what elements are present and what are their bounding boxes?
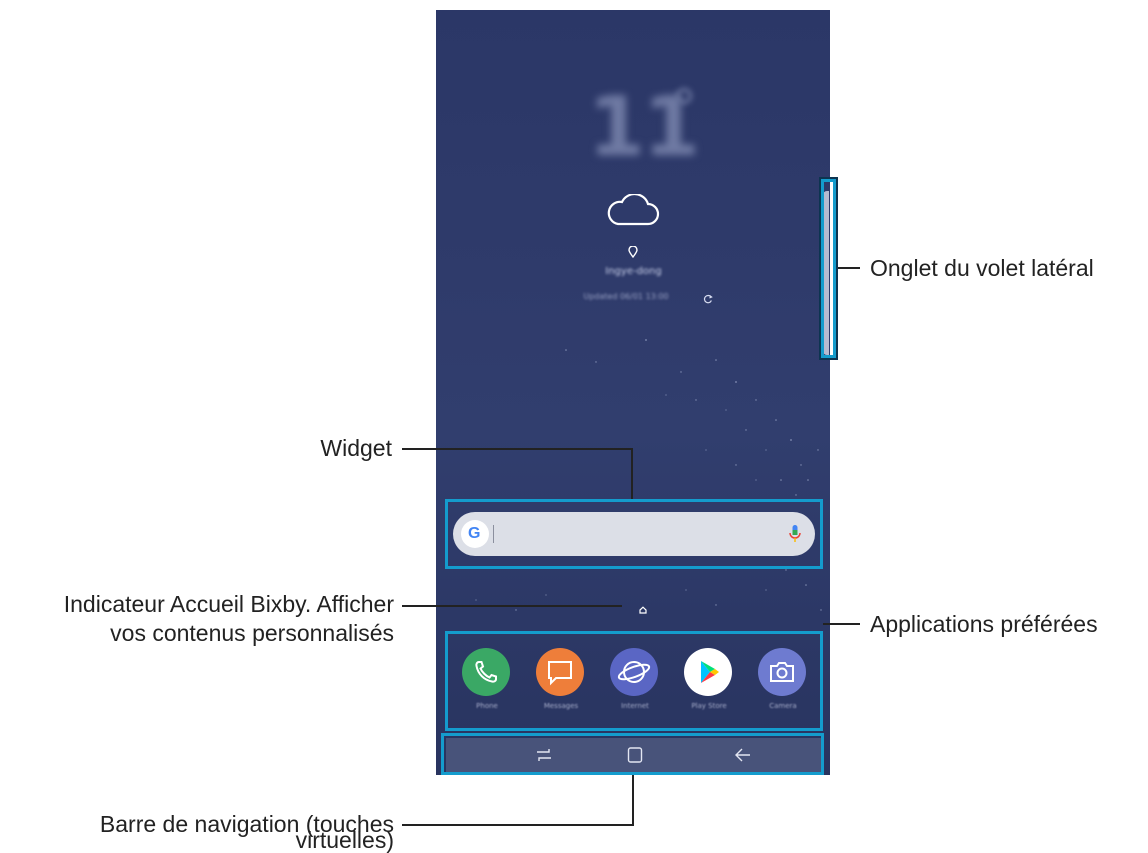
favorites-leader-line	[823, 623, 860, 625]
edge-panel-handle[interactable]	[823, 191, 829, 355]
app-label: Camera	[769, 702, 797, 710]
home-screen: 11 Ingye-dong Updated 06/01 13:00 G	[436, 10, 830, 775]
refresh-icon[interactable]	[703, 294, 713, 304]
bixby-callout-line2: vos contenus personnalisés	[110, 620, 394, 646]
weather-updated: Updated 06/01 13:00	[583, 292, 669, 301]
phone-icon	[462, 648, 510, 696]
home-button-icon[interactable]	[623, 744, 647, 766]
app-phone[interactable]: Phone	[462, 648, 512, 710]
messages-icon	[536, 648, 584, 696]
widget-leader-line-h	[402, 448, 632, 450]
weather-location: Ingye-dong	[605, 266, 662, 277]
app-label: Messages	[543, 702, 579, 710]
home-indicator-icon[interactable]	[639, 606, 647, 614]
navbar-callout-line1: Barre de navigation (touches	[99, 811, 394, 837]
back-icon[interactable]	[731, 744, 755, 766]
bixby-leader-line	[402, 605, 622, 607]
navigation-bar	[446, 738, 824, 772]
navbar-callout-line2: virtuelles)	[295, 827, 394, 853]
app-label: Internet	[621, 702, 649, 710]
recent-apps-icon[interactable]	[532, 744, 556, 766]
internet-icon	[610, 648, 658, 696]
google-g-icon: G	[468, 525, 481, 542]
widget-callout: Widget	[320, 435, 392, 461]
camera-icon	[758, 648, 806, 696]
app-camera[interactable]: Camera	[758, 648, 808, 710]
bixby-callout-line1: Indicateur Accueil Bixby. Afficher	[63, 591, 394, 617]
widget-leader-line-v	[631, 448, 633, 499]
text-cursor	[493, 525, 494, 543]
navbar-leader-line-h	[402, 824, 634, 826]
navbar-leader-line-v	[632, 775, 634, 826]
play-store-icon	[684, 648, 732, 696]
app-messages[interactable]: Messages	[536, 648, 586, 710]
degree-symbol	[676, 88, 692, 104]
cloud-icon	[607, 194, 660, 226]
location-pin-icon	[628, 246, 638, 258]
edge-tab-leader-line	[838, 267, 860, 269]
microphone-icon[interactable]	[788, 524, 802, 544]
app-label: Play Store	[691, 702, 727, 710]
app-internet[interactable]: Internet	[610, 648, 660, 710]
favorites-callout: Applications préférées	[870, 611, 1098, 637]
app-play-store[interactable]: Play Store	[684, 648, 734, 710]
edge-tab-callout: Onglet du volet latéral	[870, 255, 1094, 281]
google-logo: G	[461, 520, 489, 548]
google-search-widget[interactable]: G	[453, 512, 815, 556]
favorite-apps-dock: Phone Messages Internet	[454, 638, 814, 728]
wallpaper-stars	[475, 339, 822, 611]
app-label: Phone	[476, 702, 498, 710]
